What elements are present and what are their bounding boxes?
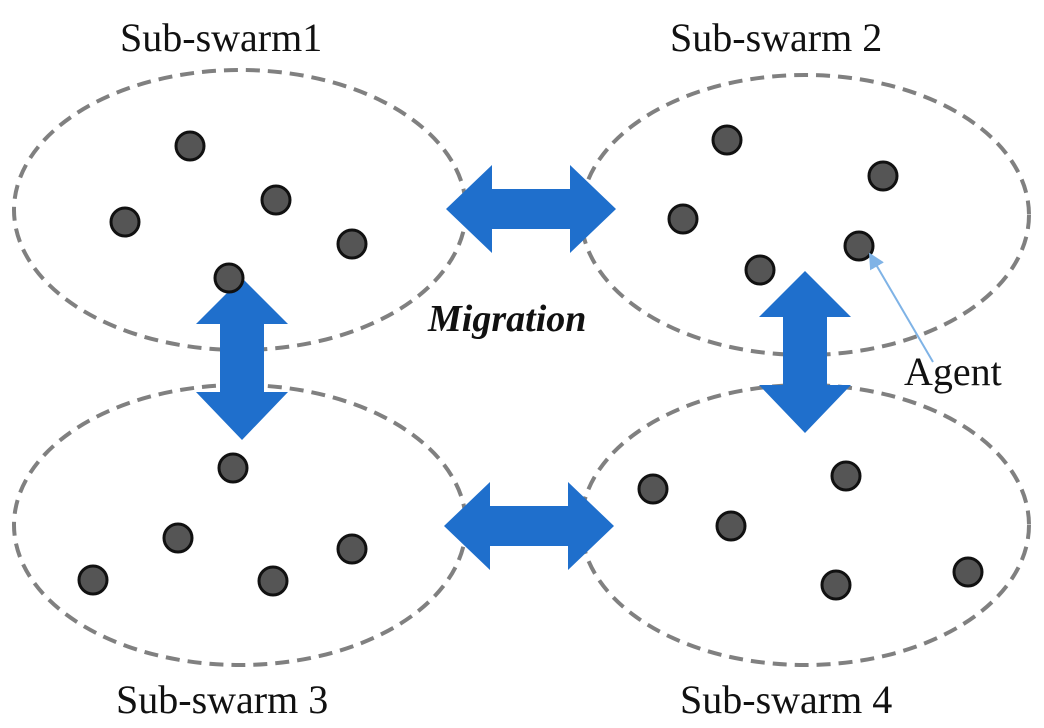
- sub-swarm-2-agents: [667, 124, 899, 262]
- agent-dot: [336, 533, 368, 565]
- agent-dot: [162, 522, 194, 554]
- agent-dot: [843, 230, 875, 262]
- migration-arrow-right: [759, 271, 851, 433]
- sub-swarm-1-label: Sub-swarm1: [120, 15, 323, 60]
- agent-pointer-line: [868, 252, 934, 363]
- migration-arrow-bottom: [444, 482, 614, 570]
- migration-arrow-left: [196, 278, 288, 440]
- sub-swarm-1-agents: [109, 130, 368, 260]
- sub-swarm-2-label: Sub-swarm 2: [670, 15, 883, 60]
- agent-dot: [336, 228, 368, 260]
- agent-dot: [711, 124, 743, 156]
- agent-dot: [830, 460, 862, 492]
- agent-dot: [257, 565, 289, 597]
- sub-swarm-4-label: Sub-swarm 4: [680, 677, 893, 722]
- agent-dot: [77, 564, 109, 596]
- agent-dot: [744, 254, 776, 286]
- agent-dot: [952, 556, 984, 588]
- agent-dot: [213, 262, 245, 294]
- sub-swarm-4-agents: [637, 460, 984, 601]
- agent-dot: [109, 206, 141, 238]
- agent-dot: [667, 203, 699, 235]
- agent-dot: [260, 184, 292, 216]
- agent-dot: [715, 510, 747, 542]
- migration-arrow-top: [446, 165, 616, 253]
- sub-swarm-3-agents: [77, 452, 368, 597]
- agent-dot: [217, 452, 249, 484]
- agent-label: Agent: [904, 349, 1002, 394]
- migration-label: Migration: [428, 298, 587, 340]
- sub-swarm-3-label: Sub-swarm 3: [116, 677, 329, 722]
- agent-dot: [820, 569, 852, 601]
- agent-dot: [174, 130, 206, 162]
- agent-dot: [867, 160, 899, 192]
- agent-dot: [637, 473, 669, 505]
